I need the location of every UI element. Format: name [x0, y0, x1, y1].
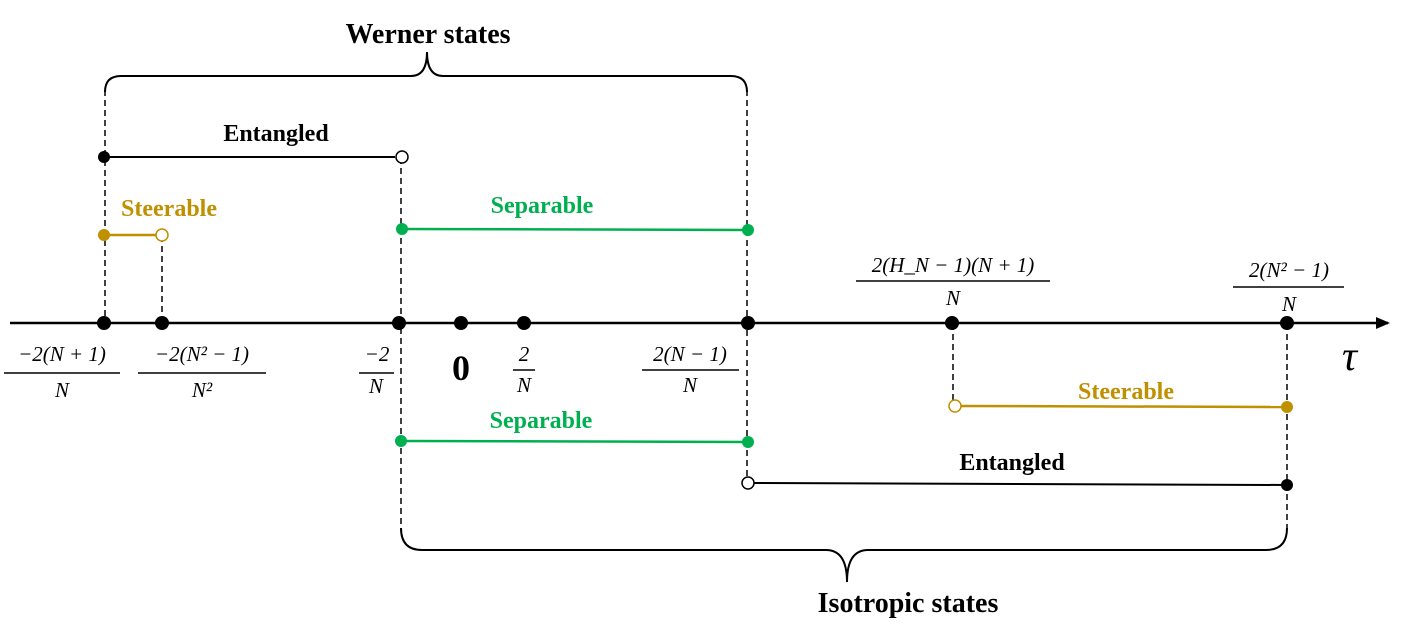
- isotropic-separable-label: Separable: [490, 408, 593, 434]
- isotropic-entangled-start: [741, 476, 755, 490]
- tick8-denominator: N: [1281, 292, 1297, 316]
- tick7-numerator: 2(H_N − 1)(N + 1): [872, 253, 1035, 277]
- isotropic-separable-segment: [400, 439, 749, 444]
- werner-separable-segment: [401, 227, 749, 232]
- werner-steerable-start: [98, 229, 110, 241]
- werner-steerable-label: Steerable: [121, 196, 217, 222]
- isotropic-entangled-segment: [753, 482, 1288, 486]
- werner-brace: [104, 51, 748, 93]
- werner-separable-end: [742, 224, 754, 236]
- isotropic-brace: [400, 527, 1288, 583]
- tick2-denominator: N²: [191, 378, 213, 402]
- isotropic-entangled-end: [1281, 479, 1293, 491]
- werner-entangled-start: [98, 151, 110, 163]
- axis-point-2: [155, 316, 169, 330]
- tau-label: τ: [1342, 334, 1359, 380]
- werner-separable-start: [396, 223, 408, 235]
- isotropic-steerable-end: [1281, 401, 1293, 413]
- tick5-denominator: N: [516, 373, 532, 397]
- tick2-numerator: −2(N² − 1): [155, 342, 249, 366]
- tick3-denominator: N: [368, 374, 384, 398]
- axis-point-zero: [454, 316, 468, 330]
- isotropic-steerable-label: Steerable: [1078, 379, 1174, 405]
- werner-steerable-end: [155, 228, 169, 242]
- isotropic-separable-end: [742, 436, 754, 448]
- werner-title: Werner states: [345, 19, 510, 50]
- isotropic-separable-start: [395, 435, 407, 447]
- axis-point-3: [392, 316, 406, 330]
- isotropic-entangled-label: Entangled: [959, 450, 1065, 476]
- isotropic-title: Isotropic states: [818, 588, 999, 619]
- werner-separable-label: Separable: [491, 193, 594, 219]
- tick8-numerator: 2(N² − 1): [1249, 258, 1329, 282]
- axis-point-5: [517, 316, 531, 330]
- werner-entangled-end: [395, 150, 409, 164]
- axis-point-7: [945, 316, 959, 330]
- tick6-numerator: 2(N − 1): [653, 342, 727, 366]
- tick1-numerator: −2(N + 1): [18, 342, 106, 366]
- tick1-denominator: N: [54, 378, 70, 402]
- axis-point-1: [97, 316, 111, 330]
- isotropic-steerable-segment: [959, 404, 1288, 409]
- tick7-denominator: N: [945, 286, 961, 310]
- tick3-numerator: −2: [365, 342, 390, 366]
- axis-point-6: [741, 316, 755, 330]
- tick-zero: 0: [452, 348, 470, 388]
- axis-point-8: [1280, 316, 1294, 330]
- tick6-denominator: N: [682, 373, 698, 397]
- tick5-numerator: 2: [519, 342, 530, 366]
- isotropic-steerable-start: [948, 399, 962, 413]
- werner-entangled-label: Entangled: [223, 121, 329, 147]
